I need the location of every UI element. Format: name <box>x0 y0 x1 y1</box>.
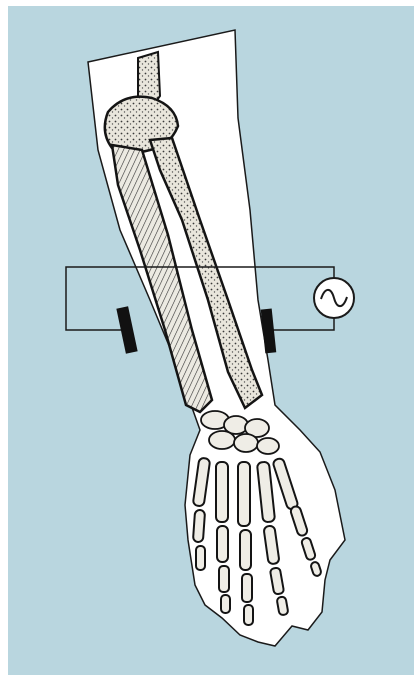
ac-source-icon <box>314 278 354 318</box>
